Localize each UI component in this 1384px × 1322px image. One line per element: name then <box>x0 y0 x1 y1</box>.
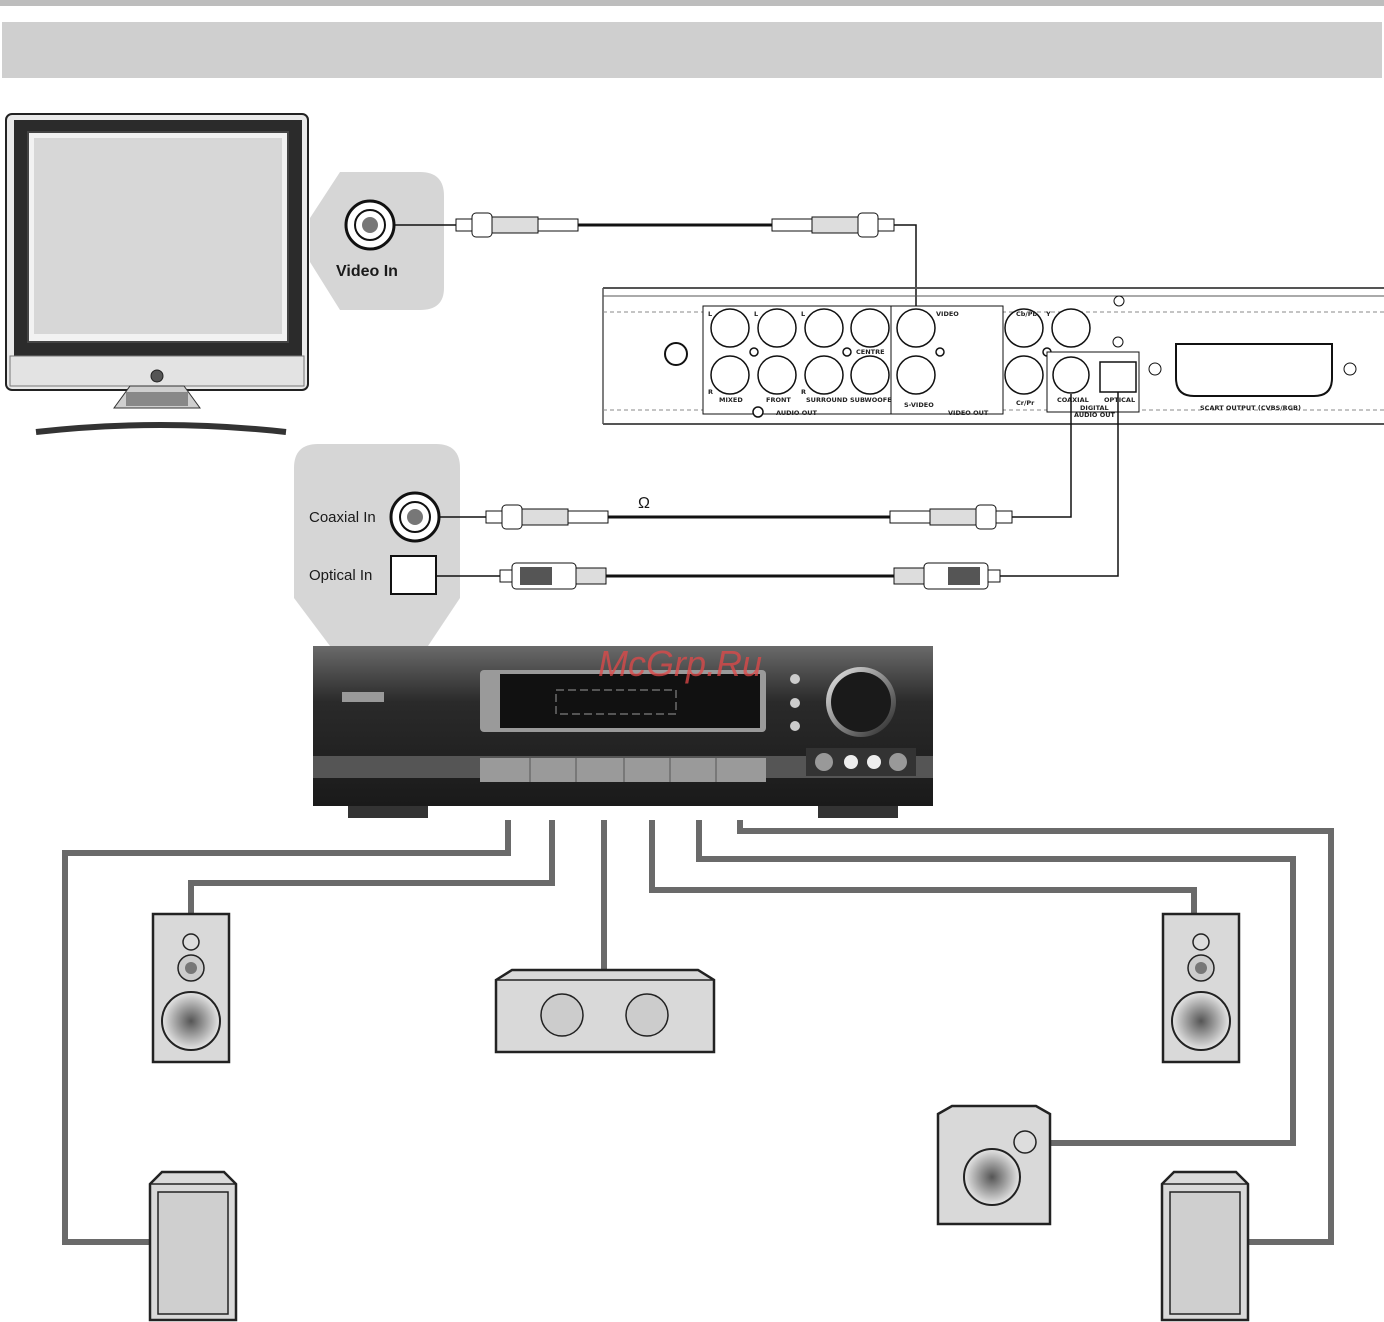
coaxial-in-jack <box>391 493 439 541</box>
label-l-2: L <box>754 310 758 318</box>
label-video: VIDEO <box>936 310 959 318</box>
label-mixed: MIXED <box>719 396 743 404</box>
dvd-rear-panel: L L L R R CENTRE MIXED FRONT SURROUND SU… <box>603 288 1384 424</box>
label-cb-pb: Cb/Pb <box>1016 310 1038 318</box>
coaxial-in-label: Coaxial In <box>309 509 376 526</box>
label-r-1: R <box>708 388 713 396</box>
label-digital-audio-out: AUDIO OUT <box>1074 411 1116 419</box>
label-l-1: L <box>708 310 712 318</box>
label-optical: OPTICAL <box>1104 396 1135 404</box>
label-surround: SURROUND <box>806 396 848 404</box>
label-s-video: S-VIDEO <box>904 401 934 409</box>
label-cr-pr: Cr/Pr <box>1016 399 1035 407</box>
video-in-label: Video In <box>336 263 398 280</box>
label-scart: SCART OUTPUT (CVBS/RGB) <box>1200 404 1301 412</box>
front-left-speaker <box>153 914 229 1062</box>
watermark: McGrp.Ru <box>598 643 762 684</box>
rear-right-speaker <box>1162 1172 1248 1320</box>
optical-cable <box>436 392 1118 589</box>
label-audio-out: AUDIO OUT <box>776 409 818 417</box>
optical-in-label: Optical In <box>309 567 372 584</box>
impedance-symbol: Ω <box>638 495 650 512</box>
receiver-input-callout <box>294 444 460 646</box>
video-cable <box>394 213 916 318</box>
video-in-jack <box>346 201 394 249</box>
label-l-3: L <box>801 310 805 318</box>
tv <box>6 114 308 432</box>
header-band <box>2 22 1382 78</box>
label-video-out: VIDEO OUT <box>948 409 989 417</box>
label-coaxial: COAXIAL <box>1057 396 1089 404</box>
centre-speaker <box>496 970 714 1052</box>
top-stripe <box>0 0 1384 6</box>
label-y: Y <box>1045 310 1051 318</box>
label-r-2: R <box>801 388 806 396</box>
front-right-speaker <box>1163 914 1239 1062</box>
optical-in-port <box>391 556 436 594</box>
label-centre: CENTRE <box>856 348 885 356</box>
subwoofer <box>938 1106 1050 1224</box>
label-front: FRONT <box>766 396 791 404</box>
label-subwoofer: SUBWOOFER <box>850 396 897 404</box>
rear-left-speaker <box>150 1172 236 1320</box>
